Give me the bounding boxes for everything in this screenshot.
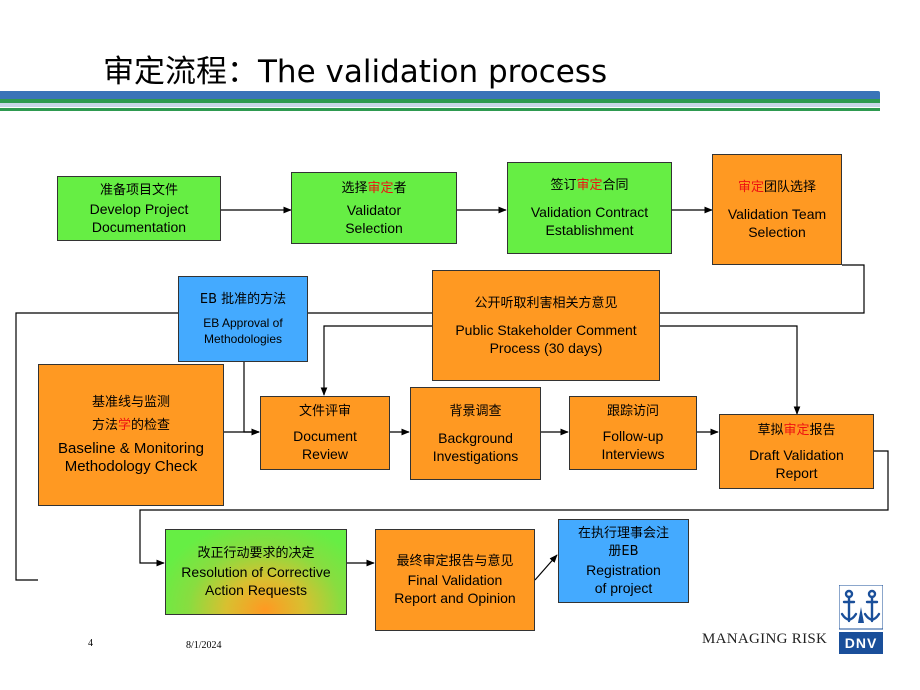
step-label-en: Review bbox=[302, 446, 348, 462]
step-background-investigations: 背景调查 Background Investigations bbox=[410, 387, 541, 480]
step-label-en: Resolution of Corrective bbox=[181, 564, 331, 580]
label-part: 合同 bbox=[602, 178, 629, 193]
label-part: 的检查 bbox=[131, 418, 171, 433]
step-validator-selection: 选择审定者 Validator Selection bbox=[291, 172, 457, 244]
label-highlight: 学 bbox=[117, 418, 131, 433]
step-label-zh: 公开听取利害相关方意见 bbox=[474, 295, 618, 311]
step-document-review: 文件评审 Document Review bbox=[260, 396, 390, 470]
step-label-en: Registration bbox=[586, 562, 661, 578]
step-label-en: Validation Team bbox=[727, 205, 827, 222]
step-label-zh: 在执行理事会注 bbox=[577, 526, 669, 541]
page-title: 审定流程：The validation process bbox=[103, 54, 608, 90]
step-label-en: Report and Opinion bbox=[394, 590, 516, 606]
step-label-zh: 选择审定者 bbox=[341, 180, 406, 198]
footer-date: 8/1/2024 bbox=[186, 640, 222, 651]
step-label-zh: 跟踪访问 bbox=[606, 404, 659, 419]
step-resolution-corrective-actions: 改正行动要求的决定 Resolution of Corrective Actio… bbox=[165, 529, 347, 615]
label-highlight: 审定 bbox=[737, 179, 764, 195]
step-label-en: Public Stakeholder Comment bbox=[455, 321, 637, 338]
label-part: 者 bbox=[393, 180, 407, 196]
step-label-en: Follow-up bbox=[602, 428, 664, 444]
step-label-en: Methodologies bbox=[203, 332, 283, 346]
step-draft-validation-report: 草拟审定报告 Draft Validation Report bbox=[719, 414, 874, 489]
step-label-zh: 背景调查 bbox=[449, 403, 502, 419]
label-part: 方法 bbox=[91, 418, 118, 433]
step-label-en: Document bbox=[293, 428, 357, 444]
label-part: 报告 bbox=[809, 422, 836, 438]
arrow-stakeholder-to-review bbox=[320, 325, 432, 396]
step-label-en: Interviews bbox=[601, 446, 665, 462]
step-develop-documentation: 准备项目文件 Develop Project Documentation bbox=[57, 176, 221, 241]
label-highlight: 审定 bbox=[576, 178, 603, 193]
dnv-logo: DNV bbox=[838, 584, 884, 655]
step-label-en: Establishment bbox=[545, 222, 634, 238]
label-highlight: 审定 bbox=[367, 180, 394, 196]
label-part: 团队选择 bbox=[764, 179, 817, 195]
step-label-zh: 最终审定报告与意见 bbox=[396, 554, 514, 569]
step-label-en: Selection bbox=[345, 219, 403, 236]
header-rule-light bbox=[0, 103, 880, 107]
label-part: 签订 bbox=[550, 178, 577, 193]
step-final-validation-report: 最终审定报告与意见 Final Validation Report and Op… bbox=[375, 529, 535, 631]
step-label-zh: 审定团队选择 bbox=[738, 179, 816, 197]
step-validation-contract: 签订审定合同 Validation Contract Establishment bbox=[507, 162, 672, 254]
step-label-en: Investigations bbox=[432, 447, 519, 464]
page-number: 4 bbox=[88, 638, 93, 649]
step-public-stakeholder-comment: 公开听取利害相关方意见 Public Stakeholder Comment P… bbox=[432, 270, 660, 381]
step-label-zh: 草拟审定报告 bbox=[757, 422, 835, 440]
label-part: 草拟 bbox=[757, 422, 784, 438]
header-rule-green bbox=[0, 99, 880, 103]
step-label-en: Validation Contract bbox=[530, 204, 649, 220]
step-eb-registration: 在执行理事会注 册EB Registration of project bbox=[558, 519, 689, 603]
step-label-zh: 方法学的检查 bbox=[92, 417, 170, 435]
step-label-en: Process (30 days) bbox=[489, 339, 603, 356]
step-label-zh: 基准线与监测 bbox=[91, 395, 170, 410]
step-label-zh: 签订审定合同 bbox=[550, 177, 628, 195]
step-label-en: Action Requests bbox=[205, 582, 307, 598]
arrow-draft-to-resolution bbox=[139, 450, 889, 567]
step-label-en: EB Approval of bbox=[203, 316, 283, 330]
step-label-en: Selection bbox=[748, 223, 806, 240]
step-label-en: Develop Project bbox=[89, 200, 189, 217]
step-validation-team-selection: 审定团队选择 Validation Team Selection bbox=[712, 154, 842, 265]
header-rule-blue bbox=[0, 91, 880, 99]
step-label-en: Methodology Check bbox=[64, 458, 198, 475]
step-label-zh: 文件评审 bbox=[298, 404, 351, 419]
dnv-logo-text: DNV bbox=[844, 635, 878, 651]
step-label-en: Draft Validation bbox=[749, 446, 844, 463]
step-baseline-methodology-check: 基准线与监测 方法学的检查 Baseline & Monitoring Meth… bbox=[38, 364, 224, 506]
header-rule-green-lower bbox=[0, 108, 880, 111]
step-eb-approval: EB 批准的方法 EB Approval of Methodologies bbox=[178, 276, 308, 362]
step-label-en: Background bbox=[438, 429, 513, 446]
arrow-stakeholder-to-draft bbox=[660, 325, 801, 415]
step-label-zh: EB 批准的方法 bbox=[199, 292, 287, 307]
step-label-zh: 改正行动要求的决定 bbox=[197, 546, 315, 561]
step-label-en: Baseline & Monitoring bbox=[58, 440, 204, 457]
step-label-en: Validator bbox=[346, 201, 402, 218]
label-part: 选择 bbox=[341, 180, 368, 196]
step-follow-up-interviews: 跟踪访问 Follow-up Interviews bbox=[569, 396, 697, 470]
step-label-zh: 册EB bbox=[608, 544, 639, 559]
tagline: MANAGING RISK bbox=[702, 631, 828, 647]
arrow-final-to-registration bbox=[534, 554, 558, 581]
step-label-zh: 准备项目文件 bbox=[99, 182, 178, 198]
step-label-en: Documentation bbox=[91, 218, 187, 235]
arrow-eb-to-review bbox=[243, 362, 260, 436]
step-label-en: Report bbox=[775, 464, 818, 481]
step-label-en: Final Validation bbox=[407, 572, 503, 588]
step-label-en: of project bbox=[594, 580, 653, 596]
label-highlight: 审定 bbox=[783, 422, 810, 438]
